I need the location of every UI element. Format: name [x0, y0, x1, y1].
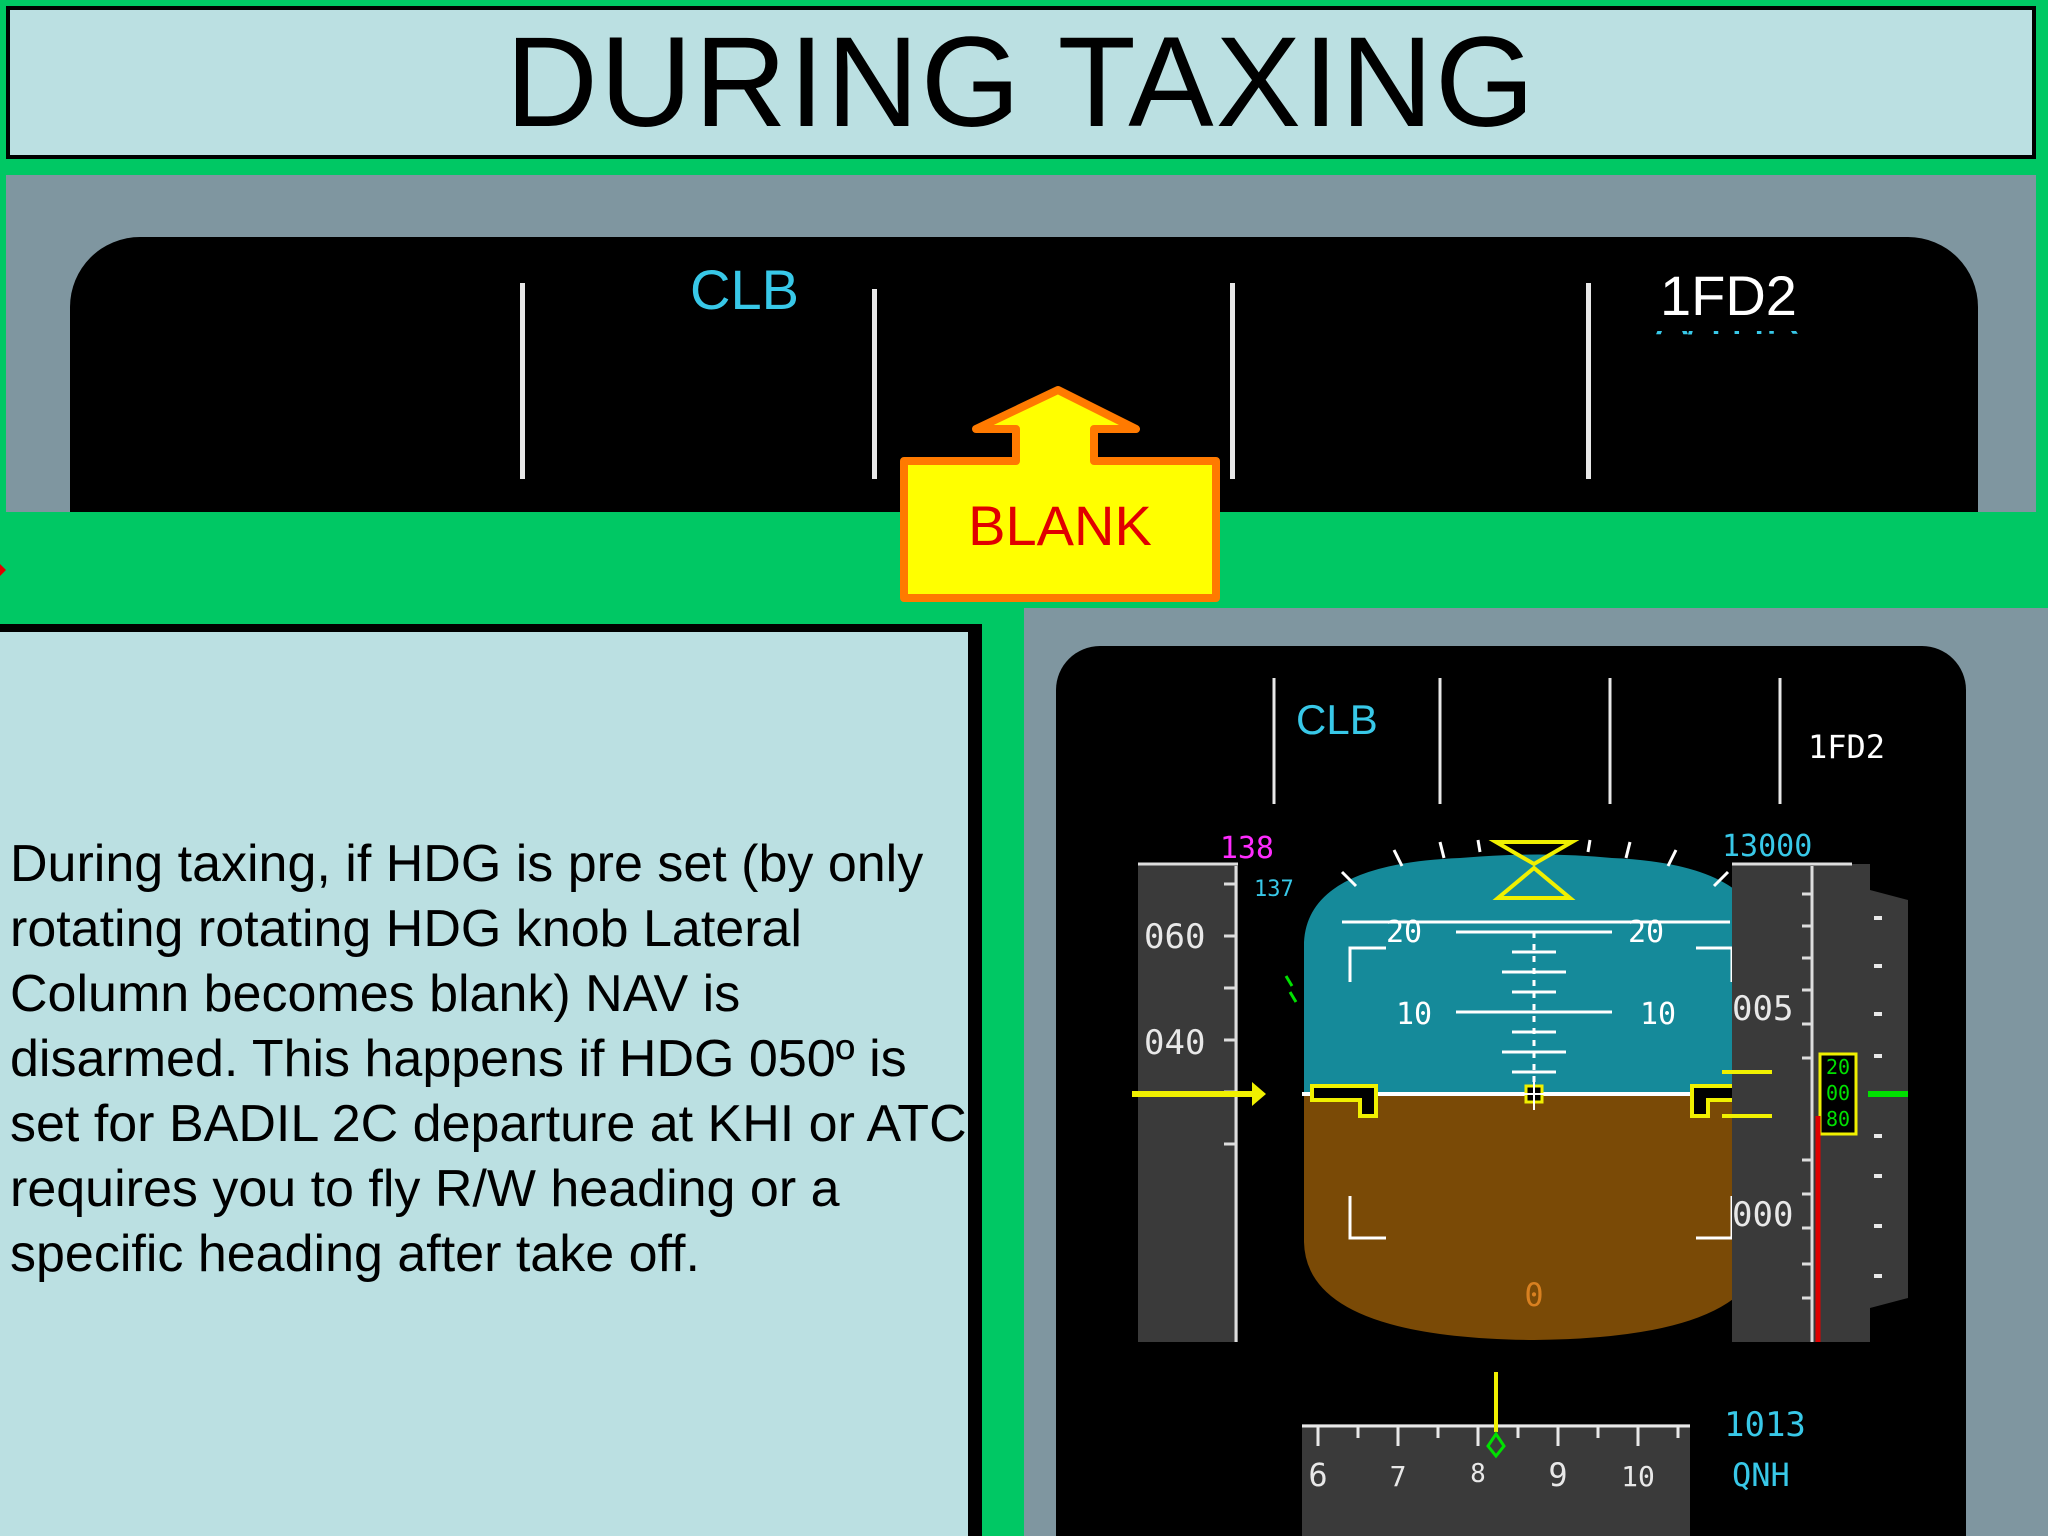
altitude-digit-2: 00 — [1826, 1081, 1850, 1105]
fma-fd-status: 1FD2 — [1660, 264, 1797, 327]
page-title: DURING TAXING — [505, 11, 1537, 154]
note-panel: During taxing, if HDG is pre set (by onl… — [0, 624, 982, 1536]
aircraft-symbol-left — [1310, 1084, 1378, 1118]
title-bar: DURING TAXING — [6, 6, 2036, 159]
pitch-ladder — [1456, 930, 1612, 1094]
heading-label-7: 7 — [1390, 1460, 1407, 1493]
speed-label-40: 040 — [1144, 1023, 1205, 1063]
speed-reference-pointer — [1252, 1082, 1266, 1106]
pfd-fma-vertical-mode: CLB — [1296, 696, 1378, 743]
heading-label-6: 6 — [1308, 1456, 1327, 1494]
bank-scale — [1340, 839, 1730, 888]
fma-divider-4 — [1586, 283, 1591, 479]
fma-divider-2 — [872, 289, 877, 479]
altitude-label-500: 005 — [1732, 989, 1793, 1029]
heading-label-8: 8 — [1470, 1459, 1486, 1489]
heading-label-9: 9 — [1548, 1456, 1567, 1494]
v2-speed: 137 — [1254, 877, 1294, 902]
pitch-label-10-right: 10 — [1640, 997, 1676, 1032]
red-marker — [0, 564, 6, 576]
note-text: During taxing, if HDG is pre set (by onl… — [10, 835, 967, 1283]
callout-arrow-box — [900, 386, 1220, 602]
top-fma-screen: CLB 1FD2 A/THR — [70, 237, 1978, 517]
altitude-digit-window — [1818, 1052, 1858, 1136]
heading-scale — [1302, 1424, 1690, 1536]
fma-athr-status: A/THR — [1656, 331, 1876, 339]
altitude-ticks — [1802, 892, 1812, 1300]
fma-divider-1 — [520, 283, 525, 479]
blank-callout: BLANK — [900, 386, 1220, 602]
pitch-label-10-left: 10 — [1396, 997, 1432, 1032]
pitch-label-20-left: 20 — [1386, 915, 1422, 950]
speed-target: 138 — [1220, 831, 1274, 866]
roll-pointer — [1492, 865, 1576, 900]
altitude-label-000: 000 — [1732, 1195, 1793, 1235]
radio-altitude: 0 — [1524, 1276, 1543, 1314]
heading-ticks — [1316, 1426, 1680, 1446]
sky — [1304, 854, 1764, 1098]
ground — [1304, 1094, 1764, 1340]
fma-vertical-mode: CLB — [690, 258, 799, 321]
altitude-target: 13000 — [1722, 829, 1812, 864]
pitch-label-20-right: 20 — [1628, 915, 1664, 950]
vsi-scale — [1870, 890, 1908, 1308]
pfd-screen: CLB 1FD2 138 137 060 040 — [1056, 646, 1966, 1536]
altitude-digit-1: 20 — [1826, 1055, 1850, 1079]
speed-tape — [1138, 864, 1238, 1342]
speed-label-60: 060 — [1144, 917, 1205, 957]
heading-label-10: 10 — [1621, 1460, 1655, 1493]
fma-athr-clipped: A/THR — [1656, 331, 1876, 339]
roll-index-top — [1488, 840, 1580, 867]
callout-label: BLANK — [968, 494, 1152, 557]
pfd-display: CLB 1FD2 138 137 060 040 — [1132, 678, 1908, 1536]
pfd-fma-fd-status: 1FD2 — [1808, 728, 1885, 766]
fma-divider-3 — [1230, 283, 1235, 479]
baro-mode: QNH — [1732, 1456, 1790, 1494]
vsi-ticks — [1874, 916, 1882, 1278]
track-diamond — [1486, 1431, 1506, 1459]
altitude-digit-3: 80 — [1826, 1107, 1850, 1131]
baro-setting: 1013 — [1724, 1405, 1806, 1445]
